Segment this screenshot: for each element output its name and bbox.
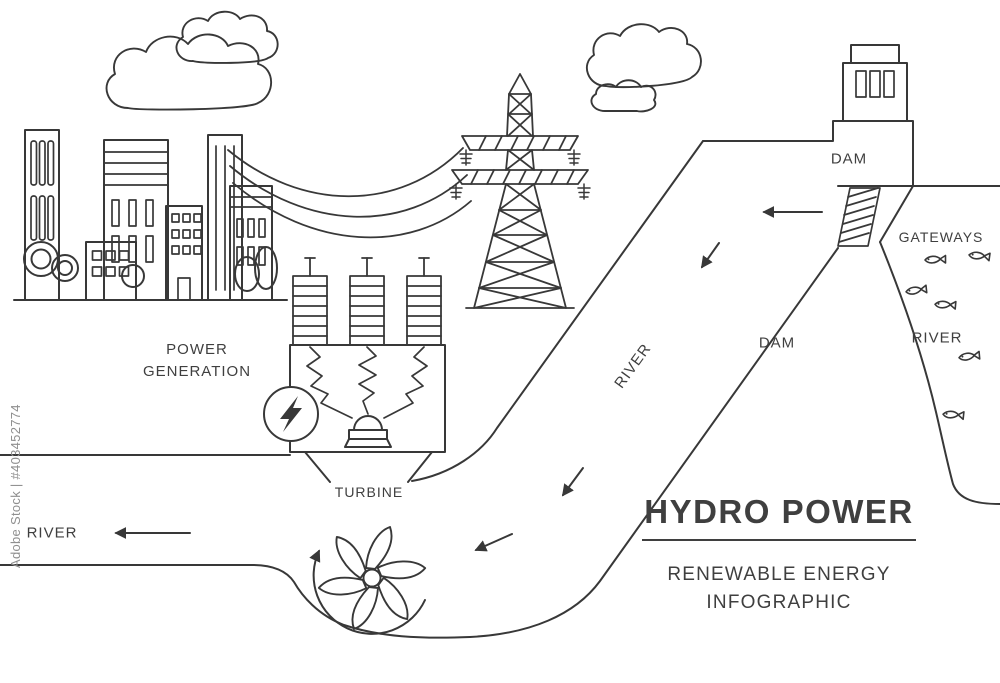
draft-tube-funnel — [304, 451, 433, 483]
fan-icon — [317, 526, 427, 630]
fan-hub — [362, 568, 382, 588]
fish-icon — [933, 299, 957, 310]
power-lines — [227, 147, 472, 239]
penstock-upper-edge — [411, 140, 704, 482]
clouds — [105, 10, 702, 113]
transmission-tower — [449, 73, 591, 309]
reservoir-bed — [879, 241, 1000, 505]
tree-icon — [121, 264, 145, 288]
dam-face — [879, 185, 914, 243]
penstock-lower-edge-and-bowl — [0, 247, 839, 639]
tree-icon — [234, 246, 278, 292]
fish-icon — [967, 249, 991, 262]
cloud-icon — [105, 33, 272, 111]
rotation-arrow — [309, 549, 426, 635]
dam-building — [842, 44, 908, 122]
turbine-fan — [317, 526, 427, 630]
bowl-entry-arrow — [474, 533, 513, 552]
cloud-icon — [590, 79, 657, 113]
reservoir-fish — [904, 249, 991, 421]
lightning-bolt-icon — [263, 386, 319, 442]
penstock-arrow-lower — [561, 467, 584, 497]
fish-icon — [957, 350, 981, 362]
fish-icon — [924, 254, 947, 264]
city-skyline — [13, 129, 288, 301]
dam-structure — [702, 120, 1000, 505]
tree-icon — [23, 241, 79, 282]
insulator-icon — [449, 149, 591, 200]
generator-lamp — [344, 415, 392, 448]
cloud-icon — [585, 23, 702, 89]
cloud-icon — [175, 10, 279, 64]
electric-zigzags — [306, 346, 428, 419]
penstock-channel — [0, 140, 839, 639]
fish-icon — [904, 284, 928, 296]
gateway-hatch — [837, 187, 881, 247]
transformer-coils — [292, 257, 442, 346]
penstock-arrow-upper — [700, 242, 720, 269]
fish-icon — [941, 408, 965, 421]
turbine-house — [263, 257, 446, 483]
flow-arrows — [114, 206, 823, 635]
